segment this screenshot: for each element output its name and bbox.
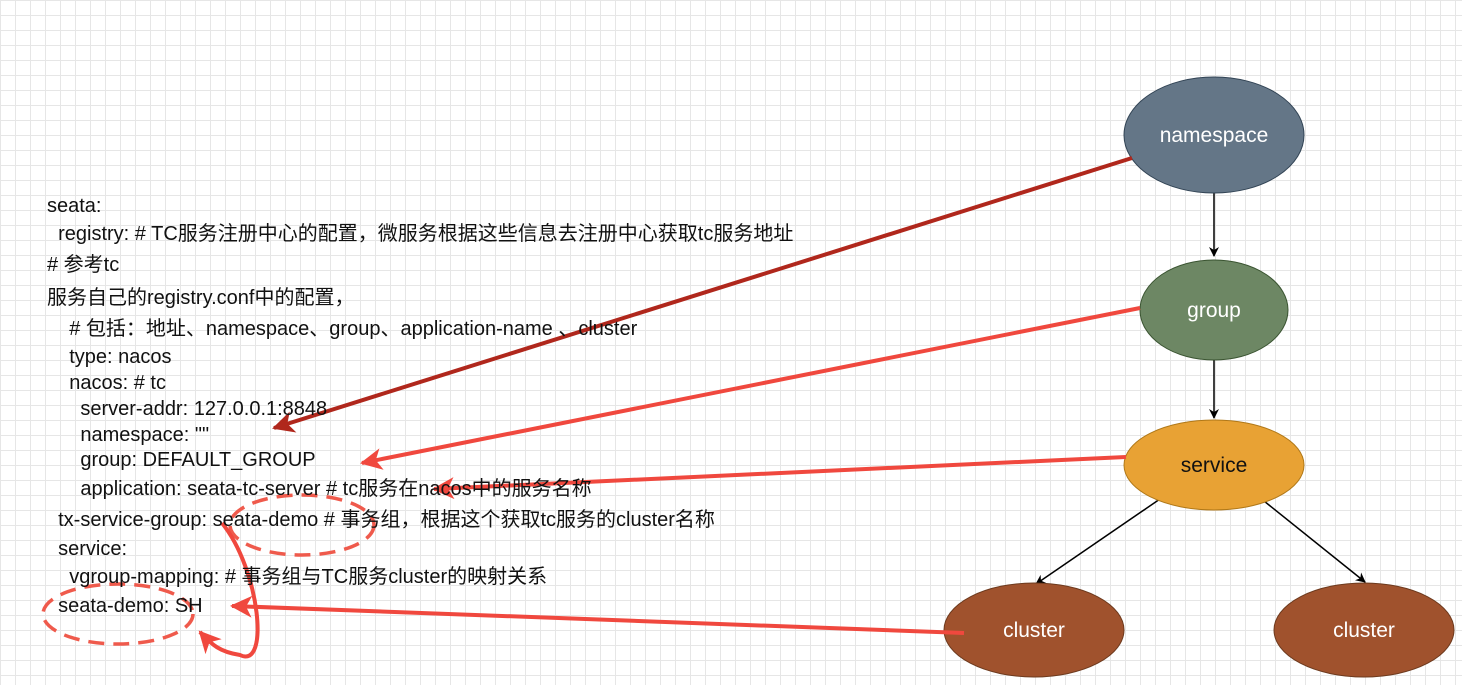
dashed-highlight-tx-group — [228, 493, 376, 557]
config-line: seata: — [47, 195, 102, 217]
namespace-label: namespace — [1160, 124, 1269, 147]
config-line: seata-demo: SH — [47, 595, 203, 617]
curved-arrow-tx-to-mapping — [198, 521, 260, 659]
config-line: vgroup-mapping: # 事务组与TC服务cluster的映射关系 — [47, 566, 548, 588]
config-line: type: nacos — [47, 346, 172, 368]
dashed-highlight-vgroup-key — [41, 582, 195, 646]
config-line: nacos: # tc — [47, 372, 166, 394]
arrow-group-to-config — [360, 306, 1141, 470]
config-line: registry: # TC服务注册中心的配置，微服务根据这些信息去注册中心获取… — [47, 223, 794, 245]
arrow-cluster-to-config — [230, 595, 965, 635]
edge-service-cluster-left — [1035, 498, 1161, 585]
service-node — [1123, 419, 1305, 511]
config-line: tx-service-group: seata-demo # 事务组，根据这个获… — [47, 509, 715, 531]
config-line: # 参考tc — [47, 254, 120, 276]
config-line: 服务自己的registry.conf中的配置， — [47, 287, 355, 309]
arrow-service-to-config — [432, 455, 1127, 500]
config-line: group: DEFAULT_GROUP — [47, 449, 316, 471]
service-label: service — [1181, 454, 1248, 477]
cluster-left-label: cluster — [1003, 619, 1065, 642]
cluster-left-node — [943, 582, 1125, 678]
config-line: namespace: "" — [47, 424, 210, 446]
cluster-right-label: cluster — [1333, 619, 1395, 642]
config-line: service: — [47, 538, 128, 560]
config-line: application: seata-tc-server # tc服务在naco… — [47, 478, 592, 500]
arrow-namespace-to-config — [272, 156, 1133, 433]
group-label: group — [1187, 299, 1241, 322]
config-line: # 包括：地址、namespace、group、application-name… — [47, 318, 638, 340]
edge-service-cluster-right — [1263, 500, 1366, 583]
namespace-node — [1123, 76, 1305, 194]
config-line: server-addr: 127.0.0.1:8848 — [47, 398, 328, 420]
cluster-right-node — [1273, 582, 1455, 678]
